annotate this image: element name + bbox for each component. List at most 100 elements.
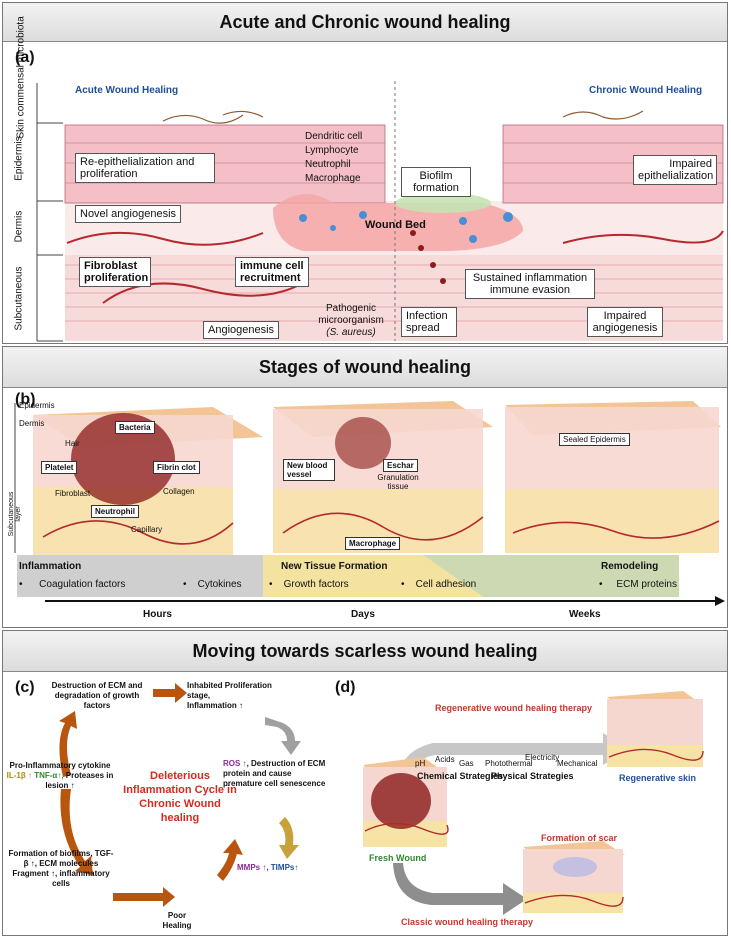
b2-granulation: Granulation tissue [375, 473, 421, 491]
impaired-epithelialization-box: Impaired epithelialization [633, 155, 717, 185]
panel-d-label: (d) [335, 679, 356, 696]
panel-b-illustration [14, 401, 725, 606]
b1-neutrophil: Neutrophil [91, 505, 139, 518]
layer-label-subcutaneous: Subcutaneous [13, 266, 25, 331]
cycle-n7-d: Proteases in lesion ↑ [45, 771, 114, 790]
classic-therapy: Classic wound healing therapy [401, 917, 534, 927]
cycle-n2: Inhabited Proliferation stage, Inflammat… [187, 681, 277, 711]
side-subcutaneous: Subcutaneous layer [8, 491, 22, 537]
cycle-n2-inflammation: Inflammation ↑ [187, 701, 244, 710]
icon-mechanical: Mechanical [557, 759, 598, 768]
b2-macrophage: Macrophage [345, 537, 401, 550]
layer-microbiota-text: Skin commensal microbiota [15, 16, 27, 139]
panel-cd-illustration [59, 683, 704, 915]
b1-hair: Hair [65, 439, 80, 448]
pathogen-text: Pathogenic microorganism [318, 303, 384, 326]
panel-cd-banner: Moving towards scarless wound healing [3, 631, 727, 672]
factor-adhesion: • Cell adhesion [401, 579, 477, 590]
cycle-n2-text: Inhabited Proliferation stage, [187, 681, 272, 700]
b1-fibroblast: Fibroblast [55, 489, 91, 498]
side-dermis: Dermis [19, 419, 45, 428]
factor-coagulation-text: Coagulation factors [39, 579, 126, 590]
icon-gas: Gas [459, 759, 474, 768]
b1-capillary: Capillary [131, 525, 163, 534]
cycle-center: Deleterious Inflammation Cycle in Chroni… [123, 770, 237, 824]
b2-vessel-text: New blood vessel [287, 461, 328, 479]
panel-b-label: (b) [15, 391, 36, 408]
cycle-n7-il: IL-1β ↑ [6, 771, 32, 780]
panel-b-title: Stages of wound healing [258, 356, 471, 377]
cycle-n3: ROS ↑, Destruction of ECM protein and ca… [223, 759, 327, 789]
stage-new-tissue: New Tissue Formation [281, 561, 388, 572]
physical-strategies: Physical Strategies [491, 771, 574, 781]
panel-b-banner: Stages of wound healing [3, 347, 727, 388]
factor-cytokines: • Cytokines [183, 579, 242, 590]
cell-dendritic: Dendritic cell [305, 131, 363, 142]
pathogen-label: Pathogenic microorganism (S. aureus) [311, 303, 391, 339]
infection-spread-box: Infection spread [401, 307, 457, 337]
panel-c-label: (c) [15, 679, 35, 696]
icon-electricity: Electricity [525, 753, 560, 762]
fibroblast-box: Fibroblast proliferation [79, 257, 151, 287]
chemical-strategies: Chemical Strategies [417, 771, 504, 781]
regen-title: Regenerative wound healing therapy [435, 703, 593, 713]
regenerative-skin: Regenerative skin [619, 773, 697, 783]
stage-remodeling: Remodeling [601, 561, 659, 572]
cycle-n6: Formation of biofilms, TGF-β ↑, ECM mole… [7, 849, 115, 889]
b1-fibrin: Fibrin clot [153, 461, 200, 474]
factor-coagulation: • Coagulation factors [19, 579, 126, 590]
cycle-n4-timps: , TIMPs↑ [266, 863, 299, 872]
reepithelialization-box: Re-epithelialization and proliferation [75, 153, 215, 183]
factor-ecm: • ECM proteins [599, 579, 677, 590]
factor-cytokines-text: Cytokines [197, 579, 242, 590]
cell-lymphocyte: Lymphocyte [305, 145, 359, 156]
cycle-n3-ros: ROS ↑ [223, 759, 247, 768]
b1-bacteria: Bacteria [115, 421, 155, 434]
wound-bed-label: Wound Bed [365, 219, 426, 231]
cycle-n6-b: ECM molecules Fragment ↑, [12, 859, 99, 878]
cycle-n6-a: Formation of biofilms, TGF-β ↑, [8, 849, 114, 868]
pathogen-species: (S. aureus) [326, 327, 376, 338]
panel-cd-title: Moving towards scarless wound healing [192, 640, 538, 661]
formation-of-scar: Formation of scar [541, 833, 618, 843]
immune-recruit-box: immune cell recruitment [235, 257, 309, 287]
cycle-n7: Pro-Inflammatory cytokine IL-1β ↑ TNF-α↑… [5, 761, 115, 791]
cycle-n1: Destruction of ECM and degradation of gr… [51, 681, 143, 710]
panel-a-title: Acute and Chronic wound healing [219, 11, 511, 32]
cycle-n3-text: , Destruction of ECM protein and cause p… [223, 759, 326, 788]
time-days: Days [351, 609, 375, 620]
b1-platelet: Platelet [41, 461, 78, 474]
factor-ecm-text: ECM proteins [616, 579, 677, 590]
impaired-angiogenesis-box: Impaired angiogenesis [587, 307, 663, 337]
b2-granulation-text: Granulation tissue [377, 473, 419, 491]
factor-growth: • Growth factors [269, 579, 349, 590]
layer-label-dermis: Dermis [13, 210, 25, 243]
icon-acids: Acids [435, 755, 455, 764]
icon-photothermal: Photothermal [485, 759, 533, 768]
b3-sealed: Sealed Epidermis [559, 433, 630, 446]
biofilm-box: Biofilm formation [401, 167, 471, 197]
angiogenesis-box: Angiogenesis [203, 321, 280, 339]
panel-cd: Moving towards scarless wound healing (c… [2, 630, 728, 936]
layer-label-microbiota: Skin commensal microbiota [16, 16, 27, 138]
cell-neutrophil: Neutrophil [305, 159, 351, 170]
cycle-n4-mmps: MMPs ↑ [237, 863, 267, 872]
factor-growth-text: Growth factors [283, 579, 349, 590]
layer-label-epidermis: Epidermis [13, 136, 25, 181]
time-hours: Hours [143, 609, 172, 620]
cell-macrophage: Macrophage [305, 173, 361, 184]
chronic-title: Chronic Wound Healing [589, 85, 703, 96]
side-epidermis: Epidermis [19, 401, 55, 410]
b2-vessel: New blood vessel [283, 459, 335, 481]
b2-eschar: Eschar [383, 459, 418, 472]
cycle-n5: Poor Healing [162, 911, 192, 930]
angiogenesis-novel-box: Novel angiogenesis [75, 205, 182, 223]
stage-inflammation: Inflammation [19, 561, 82, 572]
b1-collagen: Collagen [163, 487, 195, 496]
panel-a: Acute and Chronic wound healing (a) [2, 2, 728, 344]
panel-a-banner: Acute and Chronic wound healing [3, 3, 727, 42]
cycle-n7-tnf: TNF-α↑, [34, 771, 64, 780]
sustained-inflammation-box: Sustained inflammation immune evasion [465, 269, 595, 299]
icon-ph: pH [415, 759, 426, 768]
